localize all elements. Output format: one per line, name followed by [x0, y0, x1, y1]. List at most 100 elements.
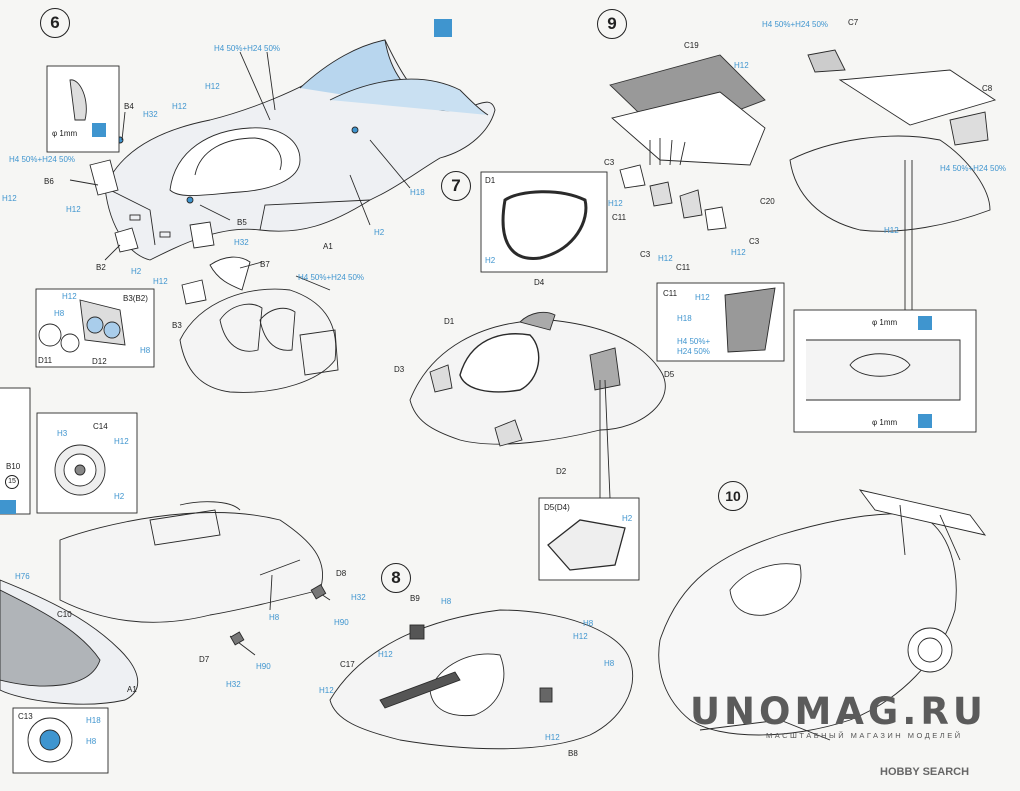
- paint-code-label: H32: [143, 110, 158, 119]
- paint-code-label: H2: [485, 256, 496, 265]
- step-number-8: 8: [381, 563, 411, 593]
- step6-body-shell: [69, 39, 496, 393]
- part-label: A1: [127, 685, 137, 694]
- paint-code-label: H18: [410, 188, 425, 197]
- paint-code-label: H12: [378, 650, 393, 659]
- part-label: C11: [676, 263, 691, 272]
- paint-code-label: H4 50%+H24 50%: [762, 20, 829, 29]
- paint-code-label: H2: [114, 492, 125, 501]
- part-label: D1: [444, 317, 455, 326]
- part-label: C20: [760, 197, 775, 206]
- paint-code-label: H12: [734, 61, 749, 70]
- paint-code-label: H12: [545, 733, 560, 742]
- paint-code-label: H8: [54, 309, 65, 318]
- part-label: B5: [237, 218, 247, 227]
- part-label: D4: [534, 278, 545, 287]
- part-label: C11: [612, 213, 627, 222]
- circled-note: 15: [5, 475, 19, 489]
- part-label: C7: [848, 18, 859, 27]
- paint-code-label: H4 50%+H24 50%: [9, 155, 76, 164]
- part-label: B4: [124, 102, 134, 111]
- paint-code-label: H12: [695, 293, 710, 302]
- paint-code-label: H12: [66, 205, 81, 214]
- paint-code-label: H18: [86, 716, 101, 725]
- drill-size-label: φ 1mm: [52, 129, 78, 138]
- paint-code-label: H12: [62, 292, 77, 301]
- paint-code-label: H2: [622, 514, 633, 523]
- part-label: D7: [199, 655, 210, 664]
- part-label: B8: [568, 749, 578, 758]
- paint-code-label: H8: [583, 619, 594, 628]
- part-label: D11: [38, 356, 53, 365]
- part-label: D5: [664, 370, 675, 379]
- paint-code-label: H12: [114, 437, 129, 446]
- paint-code-label: H12: [2, 194, 17, 203]
- paint-code-label: H12: [153, 277, 168, 286]
- paint-code-label: H32: [351, 593, 366, 602]
- paint-code-label: H4 50%+H24 50%: [298, 273, 365, 282]
- part-label: D8: [336, 569, 347, 578]
- step-number-6: 6: [40, 8, 70, 38]
- part-label: C8: [982, 84, 993, 93]
- step-number-9: 9: [597, 9, 627, 39]
- watermark-subtitle: МАСШТАБНЫЙ МАГАЗИН МОДЕЛЕЙ: [766, 731, 963, 740]
- part-label: D1: [485, 176, 496, 185]
- part-label: C11: [663, 289, 678, 298]
- part-label: C10: [57, 610, 72, 619]
- part-label: D5(D4): [544, 503, 570, 512]
- paint-code-label: H12: [205, 82, 220, 91]
- paint-code-label: H32: [234, 238, 249, 247]
- paint-code-label: H90: [256, 662, 271, 671]
- drill-size-label: φ 1mm: [872, 318, 898, 327]
- paint-code-label: H12: [731, 248, 746, 257]
- paint-code-label: H18: [677, 314, 692, 323]
- paint-code-label: H12: [172, 102, 187, 111]
- part-label: B10: [6, 462, 21, 471]
- part-label: B3(B2): [123, 294, 148, 303]
- part-label: A1: [323, 242, 333, 251]
- watermark-text: UNOMAG.RU: [690, 690, 987, 733]
- paint-code-label: H24 50%: [677, 347, 710, 356]
- part-label: C3: [604, 158, 615, 167]
- drill-size-label: φ 1mm: [872, 418, 898, 427]
- paint-code-label: H32: [226, 680, 241, 689]
- paint-code-label: H8: [86, 737, 97, 746]
- part-label: C19: [684, 41, 699, 50]
- paint-code-label: H12: [319, 686, 334, 695]
- step-number-10: 10: [718, 481, 748, 511]
- paint-code-label: H3: [57, 429, 68, 438]
- part-label: B9: [410, 594, 420, 603]
- paint-code-label: H2: [374, 228, 385, 237]
- part-label: B3: [172, 321, 182, 330]
- paint-code-label: H12: [608, 199, 623, 208]
- paint-code-label: H4 50%+: [677, 337, 711, 346]
- part-label: B2: [96, 263, 106, 272]
- paint-code-label: H8: [604, 659, 615, 668]
- part-label: C3: [749, 237, 760, 246]
- paint-code-label: H4 50%+H24 50%: [940, 164, 1007, 173]
- paint-code-label: H2: [131, 267, 142, 276]
- source-tag: HOBBY SEARCH: [880, 766, 970, 778]
- paint-code-label: H8: [269, 613, 280, 622]
- part-label: D3: [394, 365, 405, 374]
- paint-code-label: H8: [140, 346, 151, 355]
- part-label: C13: [18, 712, 33, 721]
- paint-code-label: H76: [15, 572, 30, 581]
- decal-marker-icon: [434, 19, 452, 37]
- paint-code-label: H12: [884, 226, 899, 235]
- paint-code-label: H12: [573, 632, 588, 641]
- part-label: C3: [640, 250, 651, 259]
- paint-code-label: H12: [658, 254, 673, 263]
- part-label: D2: [556, 467, 567, 476]
- part-label: C14: [93, 422, 108, 431]
- paint-code-label: H4 50%+H24 50%: [214, 44, 281, 53]
- paint-code-label: H90: [334, 618, 349, 627]
- part-label: B6: [44, 177, 54, 186]
- part-label: D12: [92, 357, 107, 366]
- step-number-7: 7: [441, 171, 471, 201]
- part-label: C17: [340, 660, 355, 669]
- part-label: B7: [260, 260, 270, 269]
- paint-code-label: H8: [441, 597, 452, 606]
